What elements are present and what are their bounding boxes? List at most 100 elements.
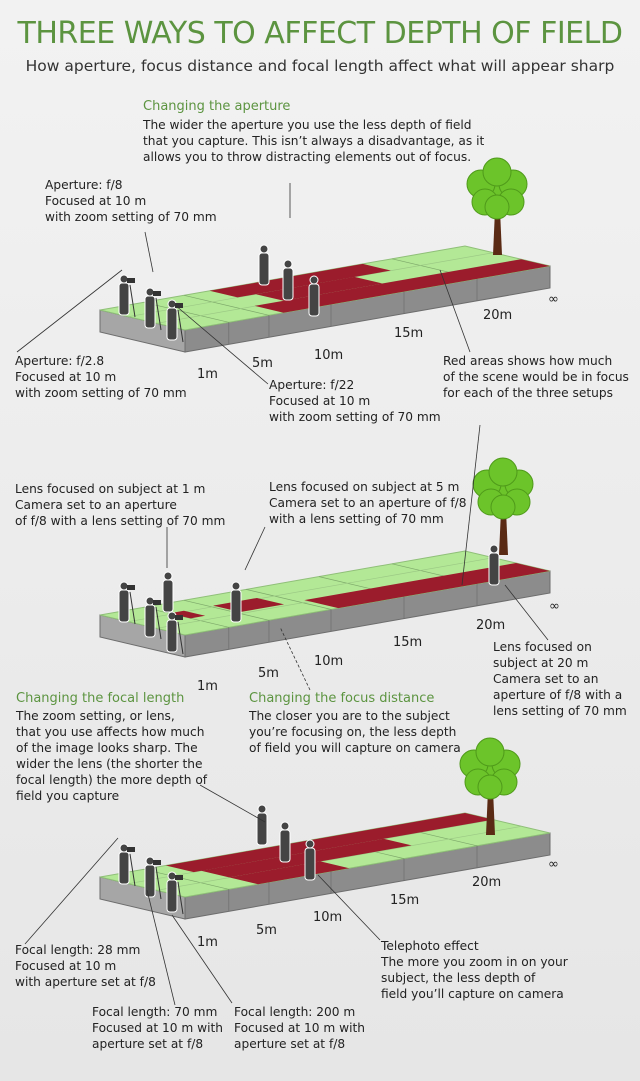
distance-label-3: 20m xyxy=(472,875,502,890)
photographer-body xyxy=(144,864,156,898)
distance-label-3: 10m xyxy=(313,910,343,925)
tripod xyxy=(155,606,162,640)
photographer-body xyxy=(166,619,178,653)
camera-icon xyxy=(153,860,161,865)
focus-area xyxy=(165,813,494,873)
subject-body xyxy=(258,252,270,286)
photographer-body xyxy=(166,879,178,913)
photographer-body xyxy=(118,282,130,316)
distance-label-1: 10m xyxy=(314,348,344,363)
distance-label-3: 1m xyxy=(197,935,218,950)
photographer-head xyxy=(167,611,177,621)
leader-line xyxy=(16,269,123,353)
photographer-head xyxy=(119,843,129,853)
subject-head xyxy=(259,244,269,254)
subject-body xyxy=(256,812,268,846)
note-f22: Aperture: f/22 Focused at 10 m with zoom… xyxy=(269,378,441,424)
tree-foliage xyxy=(475,737,505,767)
leader-line xyxy=(171,914,233,1004)
tree-trunk xyxy=(486,790,495,835)
subject-head xyxy=(489,544,499,554)
subject-body xyxy=(488,552,500,586)
photographer-head xyxy=(145,856,155,866)
title: THREE WAYS TO AFFECT DEPTH OF FIELD xyxy=(17,16,623,51)
grid-line xyxy=(183,294,270,316)
grid-line xyxy=(143,301,229,323)
subject-head xyxy=(257,804,267,814)
note-f8: Aperture: f/8 Focused at 10 m with zoom … xyxy=(45,178,217,224)
leader-line xyxy=(24,837,119,945)
tripod xyxy=(177,309,184,343)
tripod xyxy=(129,284,136,318)
camera-icon xyxy=(153,600,161,605)
note-70mm: Focal length: 70 mm Focused at 10 m with… xyxy=(92,1005,224,1051)
subject-head xyxy=(280,821,290,831)
aperture-heading: Changing the aperture xyxy=(143,99,291,114)
focus-body: The closer you are to the subject you’re… xyxy=(249,709,461,755)
note-focus-20m: Lens focused on subject at 20 m Camera s… xyxy=(493,640,627,718)
note-200mm: Focal length: 200 m Focused at 10 m with… xyxy=(234,1005,366,1051)
lane-line xyxy=(156,825,522,891)
aperture-body: The wider the aperture you use the less … xyxy=(143,118,485,164)
leader-line xyxy=(146,889,176,1006)
tree-foliage xyxy=(490,494,516,520)
photographer-head xyxy=(145,596,155,606)
subject-head xyxy=(305,839,315,849)
photographer-head xyxy=(119,581,129,591)
photographer-body xyxy=(118,589,130,623)
focus-area xyxy=(229,861,350,885)
distance-label-2: 1m xyxy=(197,679,218,694)
focus-area xyxy=(169,610,206,619)
leader-line xyxy=(504,584,549,641)
subject-head xyxy=(231,581,241,591)
tripod xyxy=(129,591,136,625)
lane-line xyxy=(128,557,494,623)
subject-body xyxy=(279,829,291,863)
distance-label-1: 20m xyxy=(483,308,513,323)
note-red-areas: Red areas shows how much of the scene wo… xyxy=(443,354,629,400)
subject-head xyxy=(309,275,319,285)
focus-heading: Changing the focus distance xyxy=(249,691,435,706)
leader-line xyxy=(244,526,266,571)
distance-label-2: 5m xyxy=(258,666,279,681)
grid-line xyxy=(183,599,270,621)
subject-head xyxy=(283,259,293,269)
tree-foliage xyxy=(484,194,510,220)
camera-icon xyxy=(175,875,183,880)
subject-head xyxy=(163,571,173,581)
tree-foliage xyxy=(488,457,518,487)
distance-label-1: 1m xyxy=(197,367,218,382)
distance-label-1: ∞ xyxy=(548,292,559,307)
tree-trunk xyxy=(499,510,508,555)
note-focus-5m: Lens focused on subject at 5 m Camera se… xyxy=(269,480,467,526)
tree-trunk xyxy=(493,210,502,255)
photographer-body xyxy=(144,295,156,329)
tripod xyxy=(155,297,162,331)
subject-body xyxy=(282,267,294,301)
note-telephoto: Telephoto effect The more you zoom in on… xyxy=(381,939,568,1001)
tripod xyxy=(177,621,184,655)
photographer-head xyxy=(119,274,129,284)
distance-label-1: 15m xyxy=(394,326,424,341)
focal-heading: Changing the focal length xyxy=(16,691,185,706)
distance-label-3: ∞ xyxy=(548,857,559,872)
subject-body xyxy=(162,579,174,613)
camera-icon xyxy=(175,303,183,308)
tripod xyxy=(129,853,136,887)
leader-line xyxy=(317,874,381,941)
subject-body xyxy=(308,283,320,317)
distance-label-2: 10m xyxy=(314,654,344,669)
leader-line xyxy=(199,784,266,823)
distance-label-2: ∞ xyxy=(549,599,560,614)
distance-label-2: 15m xyxy=(393,635,423,650)
focus-area xyxy=(209,263,391,298)
leader-line xyxy=(461,424,481,586)
photographer-head xyxy=(145,287,155,297)
grid-line xyxy=(245,589,332,610)
photographer-body xyxy=(118,851,130,885)
photographer-head xyxy=(167,299,177,309)
tripod xyxy=(177,881,184,915)
tripod xyxy=(155,866,162,900)
